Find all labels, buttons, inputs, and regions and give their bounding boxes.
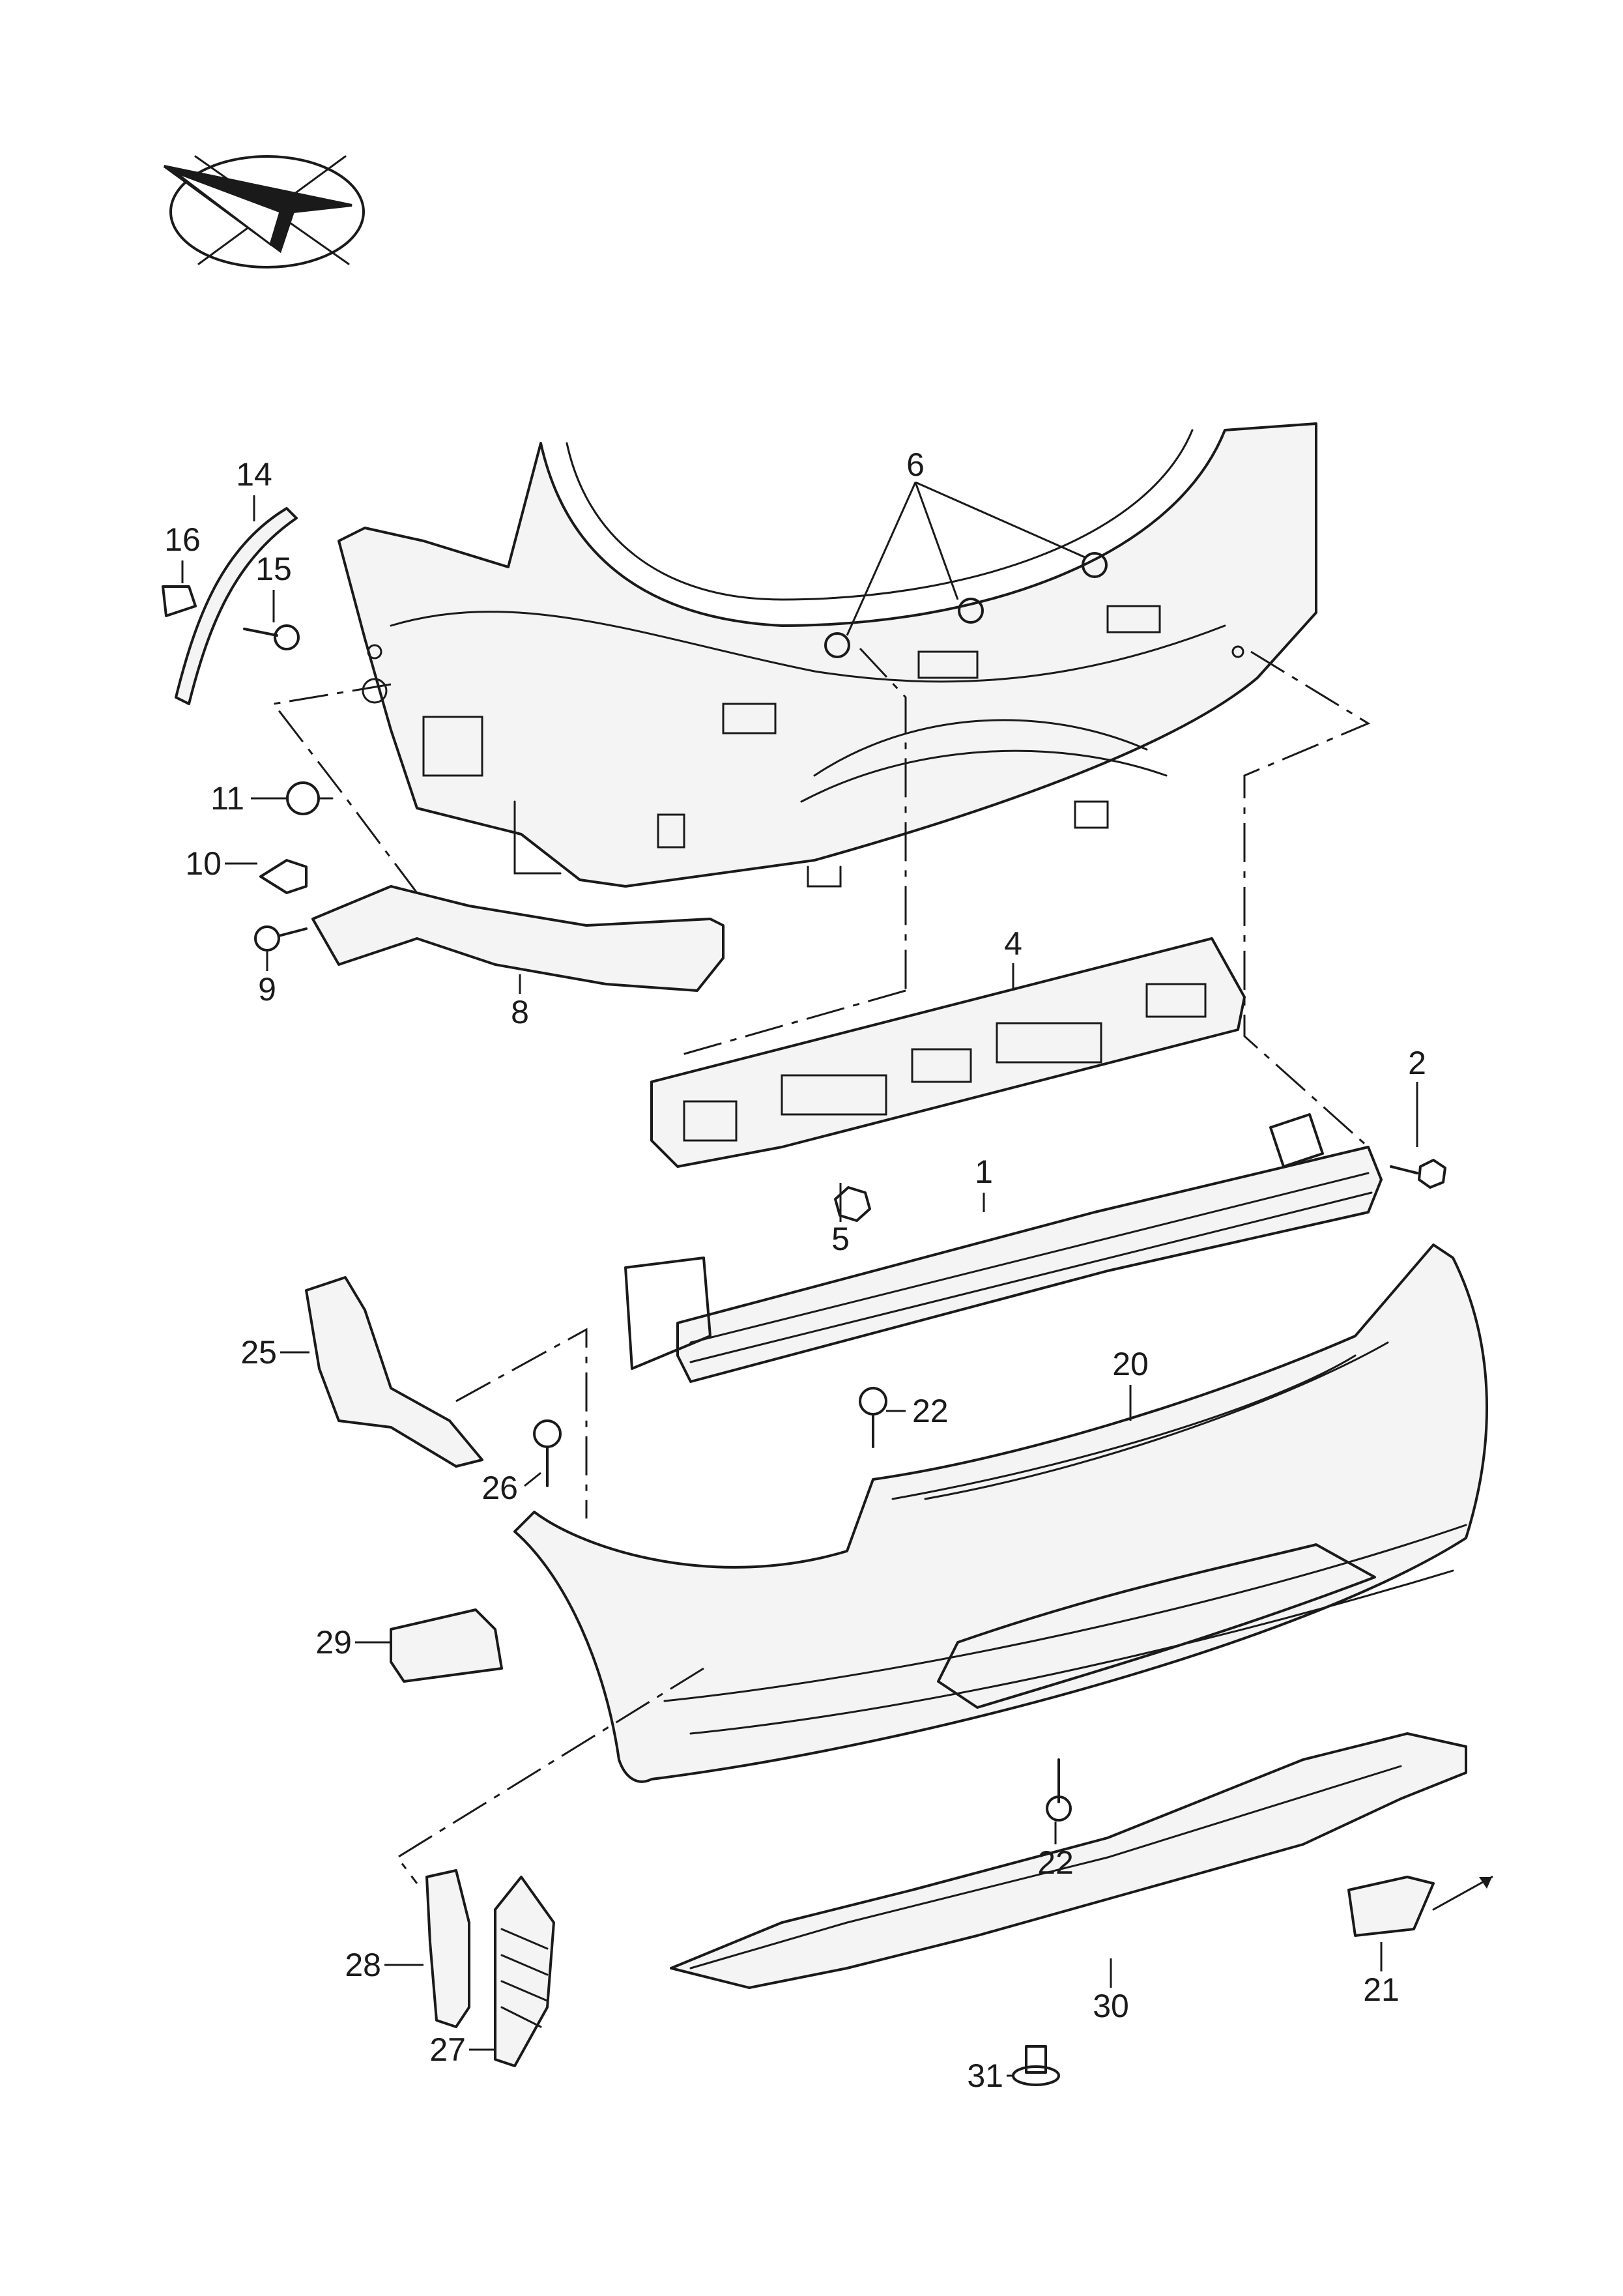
callout-15: 15 — [255, 551, 292, 587]
callout-22-top: 22 — [912, 1393, 949, 1429]
callout-labels: 6 14 16 15 11 10 9 8 4 2 5 1 20 22 25 26… — [164, 446, 1426, 2094]
part-1-bumper-reinforcement — [676, 1146, 1383, 1383]
part-25-side-bracket — [305, 1276, 483, 1468]
part-14-side-trim — [175, 507, 298, 705]
part-15-screw — [243, 624, 300, 650]
callout-6: 6 — [906, 446, 925, 483]
callout-10: 10 — [185, 845, 222, 882]
part-29-cap — [390, 1608, 503, 1683]
callout-27: 27 — [429, 2031, 466, 2068]
part-21-end-cap — [1347, 1876, 1435, 1937]
leader-lines — [181, 481, 1418, 2077]
part-16-clip — [162, 585, 197, 617]
part-28-grille-frame — [425, 1869, 470, 2028]
part-26-screw — [533, 1419, 562, 1487]
rear-body-panel — [338, 422, 1317, 888]
part-10-plug — [259, 859, 308, 894]
callout-14: 14 — [236, 456, 272, 493]
part-9-screw — [254, 925, 308, 952]
callout-28: 28 — [345, 1947, 381, 1983]
part-21-direction-arrow-icon — [1432, 1876, 1493, 1911]
part-6-studs — [824, 552, 1108, 658]
part-11-nut — [286, 781, 334, 815]
part-30-diffuser — [670, 1732, 1467, 1989]
callout-9: 9 — [258, 971, 276, 1008]
part-22-screw-bottom — [1046, 1758, 1072, 1822]
callout-29: 29 — [315, 1624, 352, 1661]
callout-11: 11 — [210, 780, 244, 817]
part-20-bumper-cover — [513, 1243, 1488, 1783]
assembly-dashed-lines — [272, 647, 1371, 1884]
callout-30: 30 — [1093, 1988, 1129, 2024]
part-4-cells — [683, 983, 1207, 1142]
part-2-bolt — [1390, 1159, 1446, 1189]
callout-16: 16 — [164, 521, 201, 558]
callout-2: 2 — [1408, 1045, 1426, 1081]
part-8-bracket — [311, 885, 725, 992]
callout-31: 31 — [967, 2057, 1003, 2094]
callout-1: 1 — [975, 1154, 993, 1190]
part-31-clip — [1012, 2045, 1060, 2086]
part-4-impact-absorber — [650, 937, 1246, 1168]
callout-21: 21 — [1363, 1971, 1400, 2008]
callout-4: 4 — [1004, 925, 1022, 962]
callout-26: 26 — [481, 1470, 518, 1506]
callout-22-bottom: 22 — [1037, 1844, 1074, 1881]
callout-25: 25 — [240, 1334, 277, 1371]
part-27-grille — [494, 1876, 555, 2067]
part-22-screw-top — [859, 1387, 887, 1448]
view-direction-arrow-icon — [163, 155, 365, 269]
callout-20: 20 — [1112, 1346, 1149, 1382]
callout-5: 5 — [831, 1221, 850, 1257]
callout-8: 8 — [511, 994, 529, 1030]
